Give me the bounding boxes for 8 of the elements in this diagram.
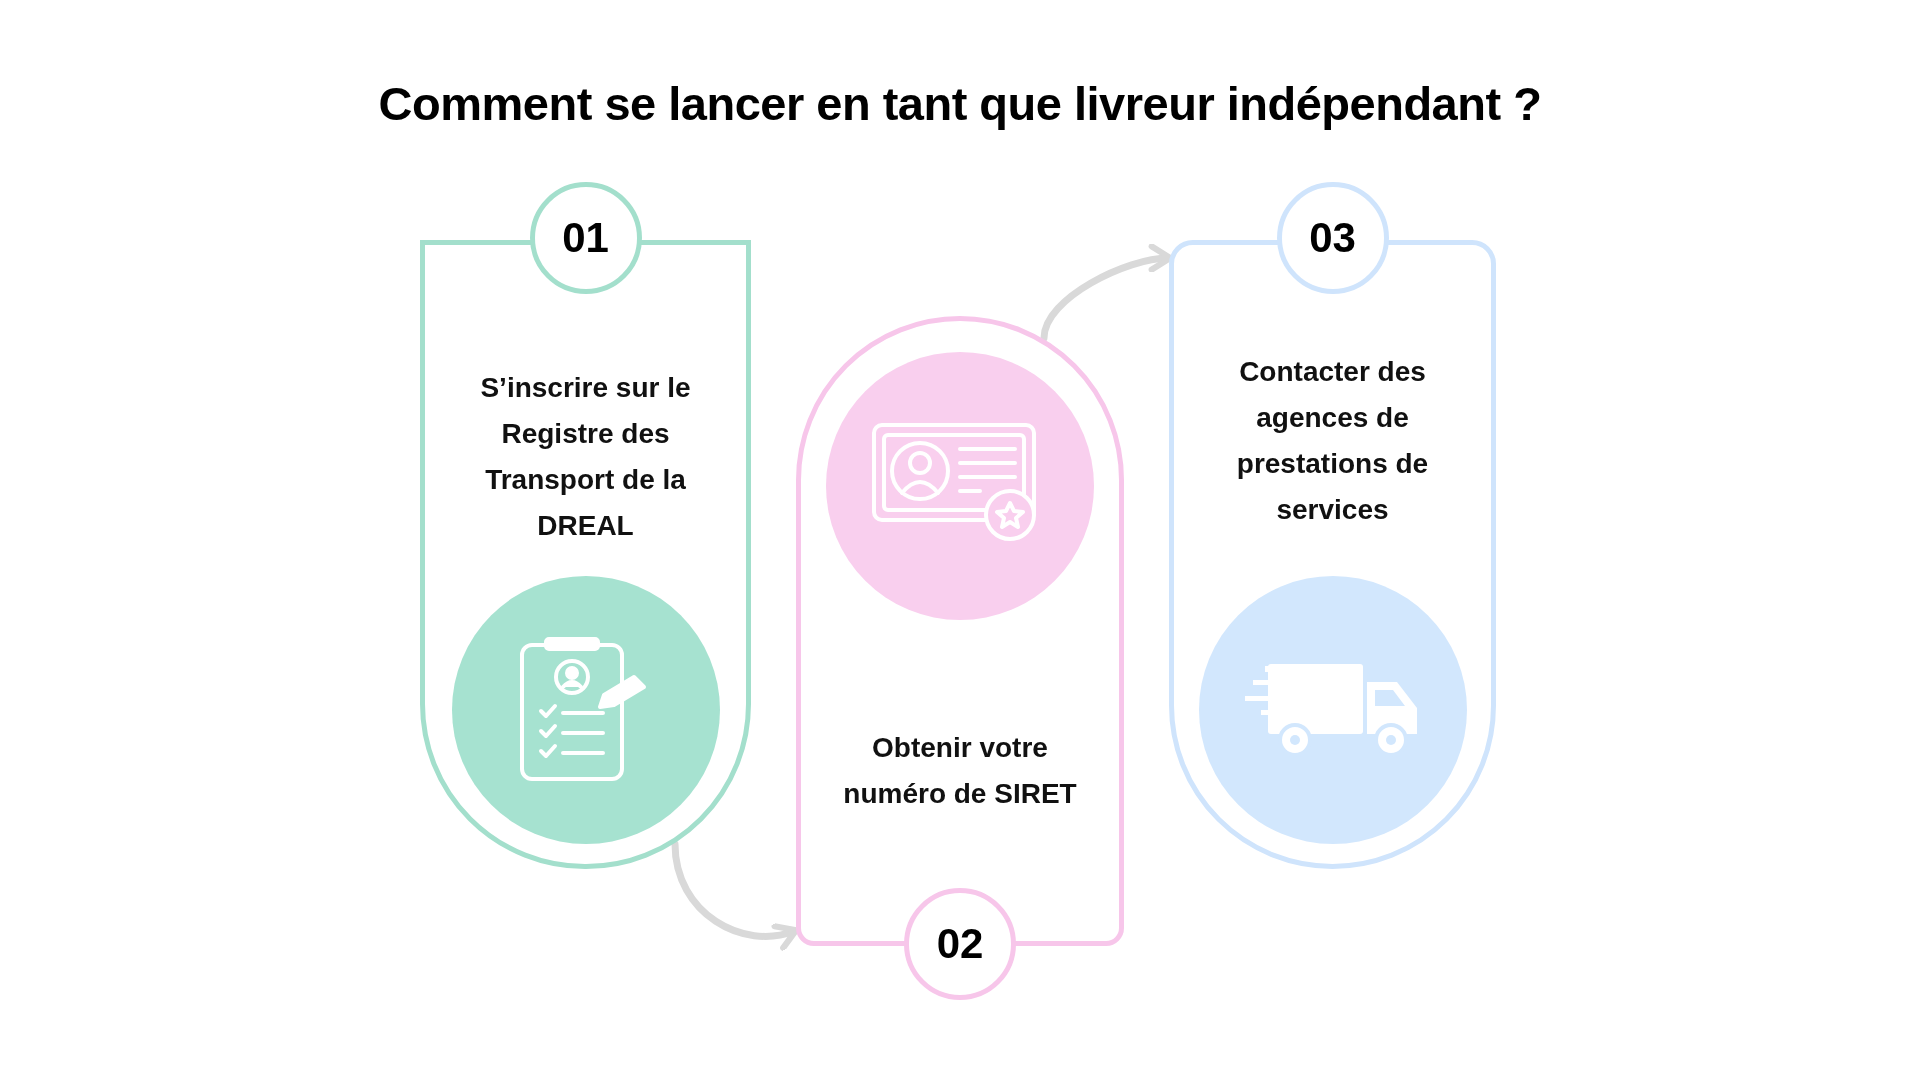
step-number: 02 (904, 888, 1016, 1000)
step-text: S’inscrire sur le Registre des Transport de la DREAL (479, 371, 692, 543)
title: Comment se lancer en tant que livreur indépendant ? (377, 76, 1543, 131)
step-text: Obtenir votre numéro de SIRET (842, 731, 1078, 811)
curved-arrow (671, 840, 800, 950)
step-text: Contacter des agences de prestations de services (1235, 355, 1430, 527)
step-number: 03 (1276, 182, 1389, 294)
step-number: 01 (529, 182, 642, 294)
